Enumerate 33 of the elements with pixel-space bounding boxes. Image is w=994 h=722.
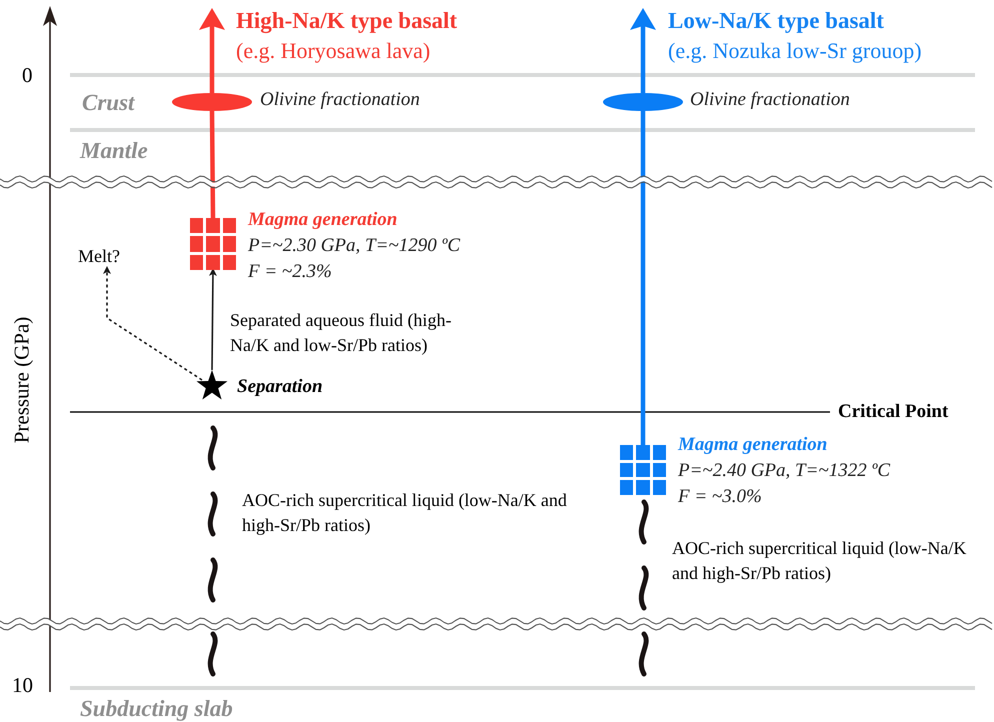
- layer-label: Mantle: [80, 137, 148, 165]
- example-text: (e.g. Horyosawa lava): [236, 37, 430, 65]
- axis-tick-label: 0: [22, 62, 32, 89]
- process-title: Magma generation: [248, 208, 398, 232]
- layer-label: Crust: [82, 89, 134, 117]
- layer-label: Subducting slab: [80, 695, 233, 722]
- axis-title: Pressure (GPa): [8, 316, 34, 444]
- arrow: [199, 8, 225, 93]
- condition-text: P=~2.40 GPa, T=~1322 ºC: [678, 459, 890, 483]
- basalt-type-title: High-Na/K type basalt: [236, 7, 458, 36]
- star-icon: [196, 370, 228, 400]
- liquid-description: AOC-rich supercritical liquid (low-Na/K and high-Sr/Pb ratios): [672, 537, 968, 585]
- dashed-arrow: [103, 266, 202, 381]
- condition-text: F = ~3.0%: [678, 485, 762, 509]
- olivine-ellipse: [603, 93, 683, 111]
- condition-text: F = ~2.3%: [248, 260, 332, 284]
- olivine-ellipse: [172, 93, 252, 111]
- fluid-description: Separated aqueous fluid (high-Na/K and low-Sr/Pb ratios): [230, 309, 452, 357]
- annotation-text: Olivine fractionation: [690, 88, 850, 112]
- process-title: Magma generation: [678, 433, 828, 457]
- magma-grid-icon: [620, 445, 666, 495]
- liquid-description: AOC-rich supercritical liquid (low-Na/K and high-Sr/Pb ratios): [242, 489, 568, 537]
- condition-text: P=~2.30 GPa, T=~1290 ºC: [248, 234, 460, 258]
- basalt-type-title: Low-Na/K type basalt: [668, 7, 884, 35]
- process-title: Separation: [237, 375, 323, 399]
- arrow: [630, 8, 656, 93]
- melt-label: Melt?: [78, 244, 120, 268]
- example-text: (e.g. Nozuka low-Sr grouop): [668, 37, 922, 65]
- critical-point-label: Critical Point: [838, 400, 948, 424]
- magma-grid-icon: [190, 218, 236, 270]
- axis-tick-label: 10: [12, 672, 33, 699]
- annotation-text: Olivine fractionation: [260, 88, 420, 112]
- arrow: [208, 268, 217, 370]
